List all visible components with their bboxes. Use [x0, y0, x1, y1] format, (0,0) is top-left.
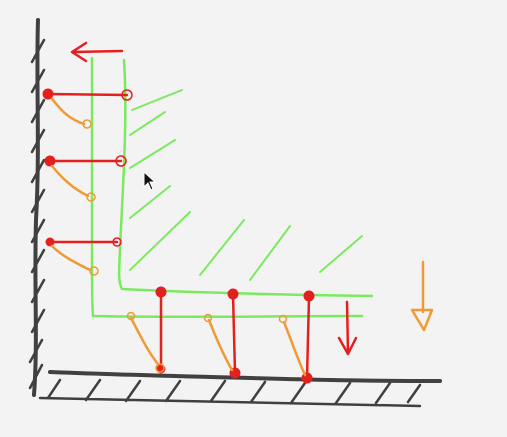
arrow-down-shaft: [345, 300, 350, 354]
left-wall: [28, 18, 46, 397]
floor: [38, 370, 442, 408]
structure-hatch: [129, 89, 363, 281]
mouse-pointer-icon: [143, 170, 157, 191]
floor-hatch: [38, 378, 422, 408]
left-struts: [42, 88, 133, 247]
structure-outer-edge: [90, 56, 364, 319]
spring-l-3: [50, 244, 92, 272]
joint-h-1-struct: [121, 89, 133, 101]
strut-v-3: [305, 295, 311, 380]
bottom-springs: [126, 311, 307, 377]
spring-b-2-top: [203, 313, 213, 323]
arrow-left-head: [70, 41, 88, 63]
spring-l-2-end: [86, 192, 96, 202]
spring-b-2: [207, 318, 234, 372]
arrow-left-shaft: [72, 49, 124, 54]
joint-v-1-struct: [155, 286, 167, 298]
joint-h-3-struct: [112, 237, 122, 247]
arrow-down-head: [337, 336, 358, 356]
left-springs: [50, 97, 99, 276]
structure-inner-edge: [117, 58, 374, 298]
spring-l-2: [50, 164, 90, 198]
joint-h-2-wall: [44, 155, 56, 167]
joint-h-3-wall: [45, 237, 55, 247]
bottom-struts: [155, 286, 315, 384]
strut-v-2: [231, 292, 237, 375]
spring-l-1-end: [82, 119, 92, 129]
left-wall-hatch: [28, 38, 46, 390]
arrow-left-icon: [70, 41, 124, 63]
spring-b-1: [129, 316, 160, 366]
l-structure: [90, 56, 374, 319]
spring-l-3-end: [89, 266, 99, 276]
spring-l-1: [50, 97, 86, 126]
joint-v-2-struct: [227, 288, 239, 300]
joint-v-3-struct: [303, 290, 315, 302]
spring-b-1-end: [155, 363, 165, 373]
hollow-arrow-head: [410, 308, 434, 332]
joint-h-1-wall: [42, 88, 54, 100]
spring-b-3: [282, 320, 307, 377]
hollow-arrow-down-icon: [410, 260, 434, 332]
arrow-down-icon: [337, 300, 358, 356]
joint-h-2-struct: [115, 155, 127, 167]
left-wall-line: [32, 18, 40, 397]
strut-h-1: [46, 92, 129, 97]
floor-line: [48, 370, 442, 383]
